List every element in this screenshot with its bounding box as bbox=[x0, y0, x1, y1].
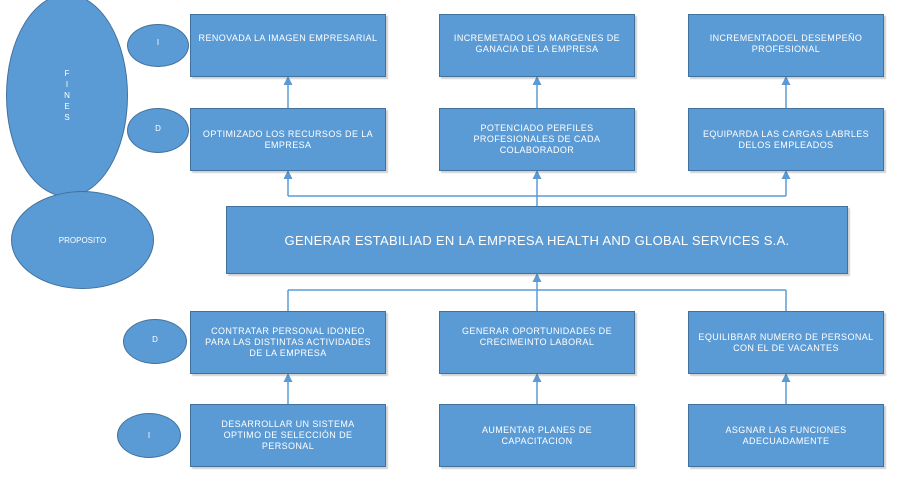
i-bottom-box-2: AUMENTAR PLANES DE CAPACITACION bbox=[439, 404, 635, 467]
proposito-ellipse: PROPOSITO bbox=[11, 191, 154, 289]
d-bottom-box-2-label: GENERAR OPORTUNIDADES DE CRECIMEINTO LAB… bbox=[462, 326, 612, 347]
fines-label: F I N E S bbox=[64, 69, 70, 122]
purpose-box: GENERAR ESTABILIAD EN LA EMPRESA HEALTH … bbox=[226, 206, 848, 274]
fines-box-3: INCREMENTADOEL DESEMPEÑO PROFESIONAL bbox=[688, 14, 884, 77]
d-top-box-2: POTENCIADO PERFILES PROFESIONALES DE CAD… bbox=[439, 108, 635, 171]
fines-box-1-label: RENOVADA LA IMAGEN EMPRESARIAL bbox=[198, 33, 378, 43]
fines-box-3-label: INCREMENTADOEL DESEMPEÑO PROFESIONAL bbox=[709, 33, 863, 54]
i-bottom-ellipse: I bbox=[117, 413, 181, 458]
d-bottom-ellipse: D bbox=[123, 319, 187, 364]
d-bottom-box-3: EQUILIBRAR NUMERO DE PERSONAL CON EL DE … bbox=[688, 311, 884, 374]
i-bottom-box-3: ASGNAR LAS FUNCIONES ADECUADAMENTE bbox=[688, 404, 884, 467]
fines-box-1: RENOVADA LA IMAGEN EMPRESARIAL bbox=[190, 14, 386, 77]
i-bottom-box-1-label: DESARROLLAR UN SISTEMA OPTIMO DE SELECCI… bbox=[221, 419, 355, 451]
i-bottom-box-3-label: ASGNAR LAS FUNCIONES ADECUADAMENTE bbox=[725, 424, 847, 446]
i-bottom-box-2-label: AUMENTAR PLANES DE CAPACITACION bbox=[481, 424, 593, 446]
d-bottom-box-2: GENERAR OPORTUNIDADES DE CRECIMEINTO LAB… bbox=[439, 311, 635, 374]
d-bottom-box-1-label: CONTRATAR PERSONAL IDONEO PARA LAS DISTI… bbox=[205, 326, 371, 358]
d-top-box-1: OPTIMIZADO LOS RECURSOS DE LA EMPRESA bbox=[190, 108, 386, 171]
fines-ellipse: F I N E S bbox=[6, 0, 128, 197]
proposito-label: PROPOSITO bbox=[58, 235, 107, 245]
d-top-box-1-label: OPTIMIZADO LOS RECURSOS DE LA EMPRESA bbox=[202, 128, 374, 150]
purpose-label: GENERAR ESTABILIAD EN LA EMPRESA HEALTH … bbox=[284, 232, 790, 248]
d-top-label: D bbox=[155, 124, 161, 133]
fines-box-2-label: INCREMETADO LOS MARGENES DE GANACIA DE L… bbox=[453, 33, 621, 54]
d-top-box-3: EQUIPARDA LAS CARGAS LABRLES DELOS EMPLE… bbox=[688, 108, 884, 171]
i-bottom-box-1: DESARROLLAR UN SISTEMA OPTIMO DE SELECCI… bbox=[190, 404, 386, 467]
d-top-box-2-label: POTENCIADO PERFILES PROFESIONALES DE CAD… bbox=[473, 123, 601, 155]
i-bottom-label: I bbox=[147, 431, 151, 440]
d-bottom-box-3-label: EQUILIBRAR NUMERO DE PERSONAL CON EL DE … bbox=[698, 331, 874, 353]
d-top-ellipse: D bbox=[127, 108, 189, 153]
fines-box-2: INCREMETADO LOS MARGENES DE GANACIA DE L… bbox=[439, 14, 635, 77]
i-top-label: I bbox=[156, 38, 160, 47]
d-bottom-box-1: CONTRATAR PERSONAL IDONEO PARA LAS DISTI… bbox=[190, 311, 386, 374]
d-bottom-label: D bbox=[152, 335, 158, 344]
i-top-ellipse: I bbox=[127, 24, 189, 67]
d-top-box-3-label: EQUIPARDA LAS CARGAS LABRLES DELOS EMPLE… bbox=[702, 128, 870, 150]
